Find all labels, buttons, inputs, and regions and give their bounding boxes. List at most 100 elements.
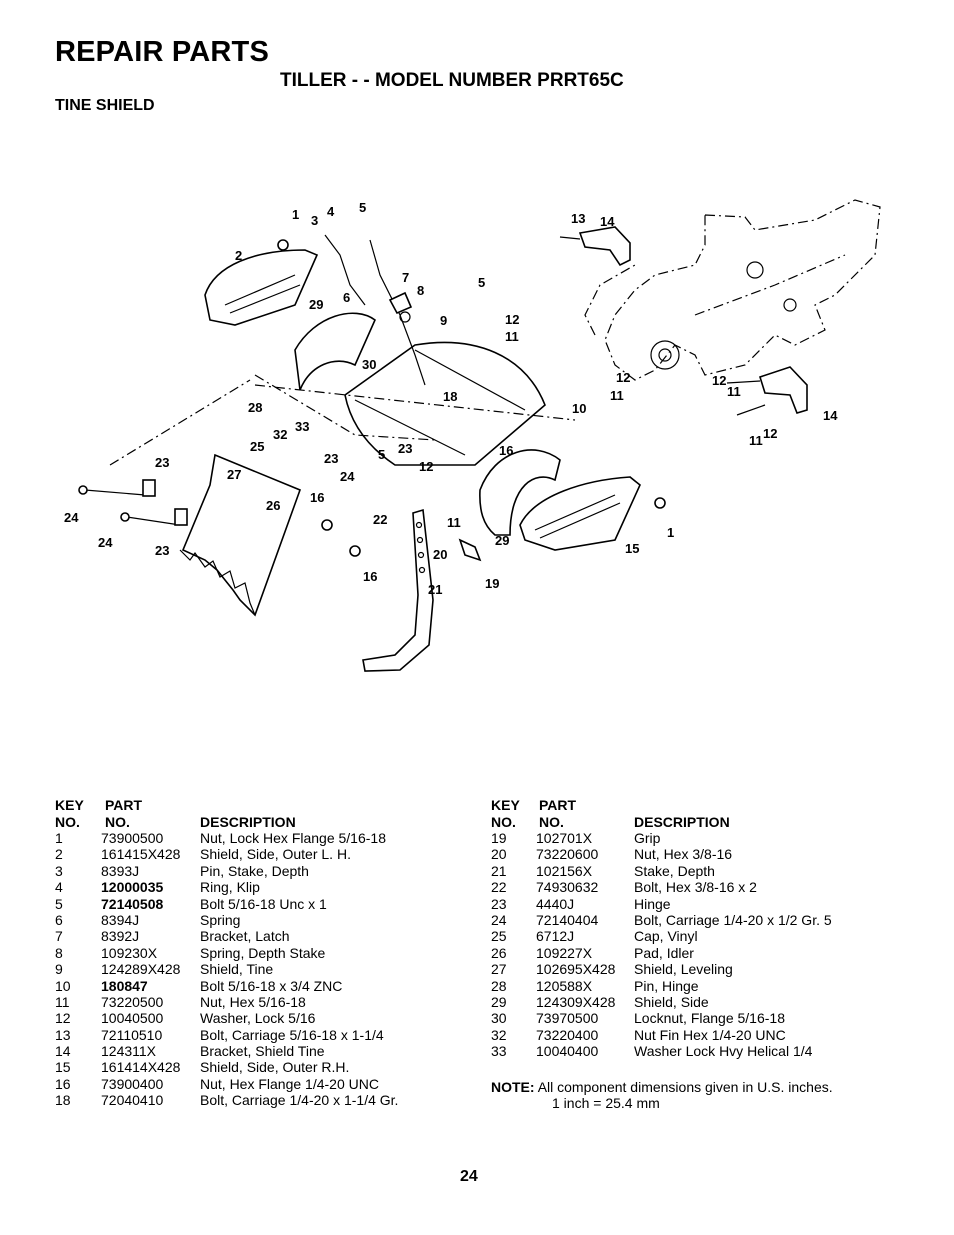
part-number: 120588X (536, 977, 593, 994)
svg-text:29: 29 (495, 533, 509, 548)
key-number: 2 (55, 846, 63, 863)
part-number: 102156X (536, 862, 593, 879)
svg-text:5: 5 (359, 200, 366, 215)
table-row: 4 12000035 Ring, Klip (55, 879, 455, 895)
note: NOTE: All component dimensions given in … (491, 1079, 833, 1111)
svg-text:12: 12 (616, 370, 630, 385)
svg-text:12: 12 (763, 426, 777, 441)
part-description: Nut, Hex Flange 1/4-20 UNC (200, 1075, 379, 1092)
svg-text:24: 24 (98, 535, 113, 550)
part-description: Locknut, Flange 5/16-18 (634, 1010, 785, 1027)
svg-text:30: 30 (362, 357, 376, 372)
tine-shield (344, 341, 546, 466)
svg-text:11: 11 (727, 384, 741, 399)
exploded-parts-diagram: 1 2 3 4 5 5 6 7 8 9 10 11 12 13 14 12 11… (64, 199, 881, 672)
svg-text:1: 1 (292, 207, 299, 222)
svg-text:23: 23 (155, 455, 169, 470)
svg-text:27: 27 (227, 467, 241, 482)
key-number: 27 (491, 961, 507, 978)
svg-text:18: 18 (443, 389, 457, 404)
svg-text:23: 23 (324, 451, 338, 466)
part-description: Bracket, Shield Tine (200, 1043, 325, 1060)
part-number: 10040500 (101, 1010, 164, 1027)
side-shield-right-outer (519, 476, 641, 551)
part-description: Shield, Leveling (634, 961, 733, 978)
svg-text:3: 3 (311, 213, 318, 228)
hinge-pin-line (109, 374, 436, 466)
depth-stake (362, 508, 482, 672)
part-number: 73220600 (536, 846, 599, 863)
key-number: 10 (55, 977, 71, 994)
key-number: 4 (55, 879, 63, 896)
part-number: 4440J (536, 895, 575, 912)
part-description: Spring, Depth Stake (200, 944, 326, 961)
part-description: Bolt 5/16-18 x 3/4 ZNC (200, 977, 343, 994)
part-description: Shield, Side (634, 993, 709, 1010)
bracket-shield-tine-top (559, 226, 631, 267)
key-number: 15 (55, 1059, 71, 1076)
svg-text:4: 4 (327, 204, 335, 219)
bracket-shield-tine-right (726, 366, 808, 416)
svg-text:11: 11 (610, 388, 624, 403)
description-header: DESCRIPTION (634, 814, 730, 830)
svg-text:16: 16 (310, 490, 324, 505)
part-description: Pin, Stake, Depth (200, 862, 309, 879)
key-number: 20 (491, 846, 507, 863)
part-number: 8394J (101, 911, 140, 928)
part-description: Ring, Klip (200, 879, 260, 896)
svg-text:24: 24 (64, 510, 79, 525)
part-number: 12000035 (101, 879, 164, 896)
part-description: Shield, Side, Outer R.H. (200, 1059, 350, 1076)
page-title: REPAIR PARTS (55, 36, 270, 68)
key-number: 6 (55, 911, 63, 928)
part-number: 6712J (536, 928, 575, 945)
part-description: Stake, Depth (634, 862, 715, 879)
svg-text:2: 2 (235, 248, 242, 263)
part-description: Nut, Hex 3/8-16 (634, 846, 733, 863)
svg-text:33: 33 (295, 419, 309, 434)
svg-text:12: 12 (419, 459, 433, 474)
key-number: 19 (491, 830, 507, 846)
flange-nut-16a (321, 519, 333, 531)
part-description: Pad, Idler (634, 944, 694, 961)
key-number: 8 (55, 944, 63, 961)
svg-text:21: 21 (428, 582, 442, 597)
part-header-line2: NO. (539, 814, 564, 830)
key-number: 9 (55, 961, 63, 978)
svg-text:9: 9 (440, 313, 447, 328)
part-number: 124311X (101, 1043, 157, 1060)
part-description: Bolt, Carriage 5/16-18 x 1-1/4 (200, 1026, 384, 1043)
key-number: 32 (491, 1026, 507, 1043)
note-line2: 1 inch = 25.4 mm (552, 1095, 660, 1111)
note-line1: All component dimensions given in U.S. i… (537, 1079, 833, 1095)
key-number: 13 (55, 1026, 71, 1043)
leveling-shield (181, 453, 302, 617)
key-number: 24 (491, 911, 507, 928)
table-row: 20 73220600 Nut, Hex 3/8-16 (491, 846, 891, 862)
part-description: Bolt 5/16-18 Unc x 1 (200, 895, 327, 912)
part-number: 124289X428 (101, 961, 181, 978)
flange-nut-1-left (277, 239, 289, 251)
side-shield-29-left (294, 312, 376, 394)
part-description: Washer Lock Hvy Helical 1/4 (634, 1043, 813, 1060)
part-number: 72110510 (101, 1026, 163, 1043)
svg-text:16: 16 (499, 443, 513, 458)
part-number: 73970500 (536, 1010, 599, 1027)
carriage-bolts-left (78, 479, 188, 526)
